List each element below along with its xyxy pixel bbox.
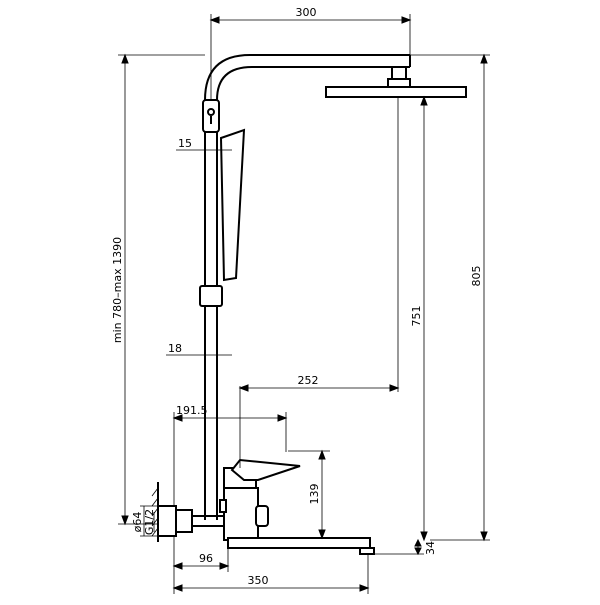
dim-spout-height: 34 — [374, 538, 437, 556]
dim-rail-diameter-label: 15 — [178, 137, 192, 150]
dim-top-width-label: 300 — [296, 6, 317, 19]
shower-column — [204, 100, 218, 520]
dim-head-height: 805 — [410, 53, 490, 542]
dim-wall-distance-label: 96 — [199, 552, 213, 565]
dim-spout-height-label: 34 — [424, 541, 437, 555]
bath-spout — [227, 537, 375, 555]
dim-flange-diameter: ø64 — [131, 505, 158, 537]
hand-shower — [219, 128, 246, 282]
wall-connection — [151, 482, 224, 542]
overhead-arm — [204, 54, 411, 101]
dim-height-range-label: min 780–max 1390 — [111, 237, 124, 343]
dim-mixer-height: 139 — [288, 449, 330, 540]
slider-holder — [199, 285, 223, 307]
dim-thread-label: G1/2 — [143, 509, 156, 535]
dim-flange-diameter-label: ø64 — [131, 512, 144, 533]
mixer — [219, 458, 301, 541]
dim-mixer-height-label: 139 — [308, 484, 321, 505]
dim-head-height-label: 805 — [470, 266, 483, 287]
dim-rail-diameter: 15 — [176, 137, 232, 151]
diverter-block — [202, 99, 220, 133]
dim-arm-height: 751 — [400, 95, 440, 542]
dim-spout-length: 350 — [172, 554, 370, 594]
dim-thread: G1/2 — [143, 509, 156, 535]
dim-spout-length-label: 350 — [248, 574, 269, 587]
dim-pipe-diameter: 18 — [166, 342, 232, 356]
dim-arm-height-label: 751 — [410, 306, 423, 327]
dim-mixer-offset-label: 191.5 — [176, 404, 208, 417]
dim-height-range: min 780–max 1390 — [111, 53, 205, 526]
dim-top-width: 300 — [209, 6, 412, 100]
shower-head — [325, 66, 467, 98]
dim-arm-offset: 252 — [238, 97, 400, 468]
dim-mixer-offset: 191.5 — [172, 404, 288, 506]
dim-arm-offset-label: 252 — [298, 374, 319, 387]
dim-wall-distance: 96 — [172, 536, 230, 572]
dim-pipe-diameter-label: 18 — [168, 342, 182, 355]
